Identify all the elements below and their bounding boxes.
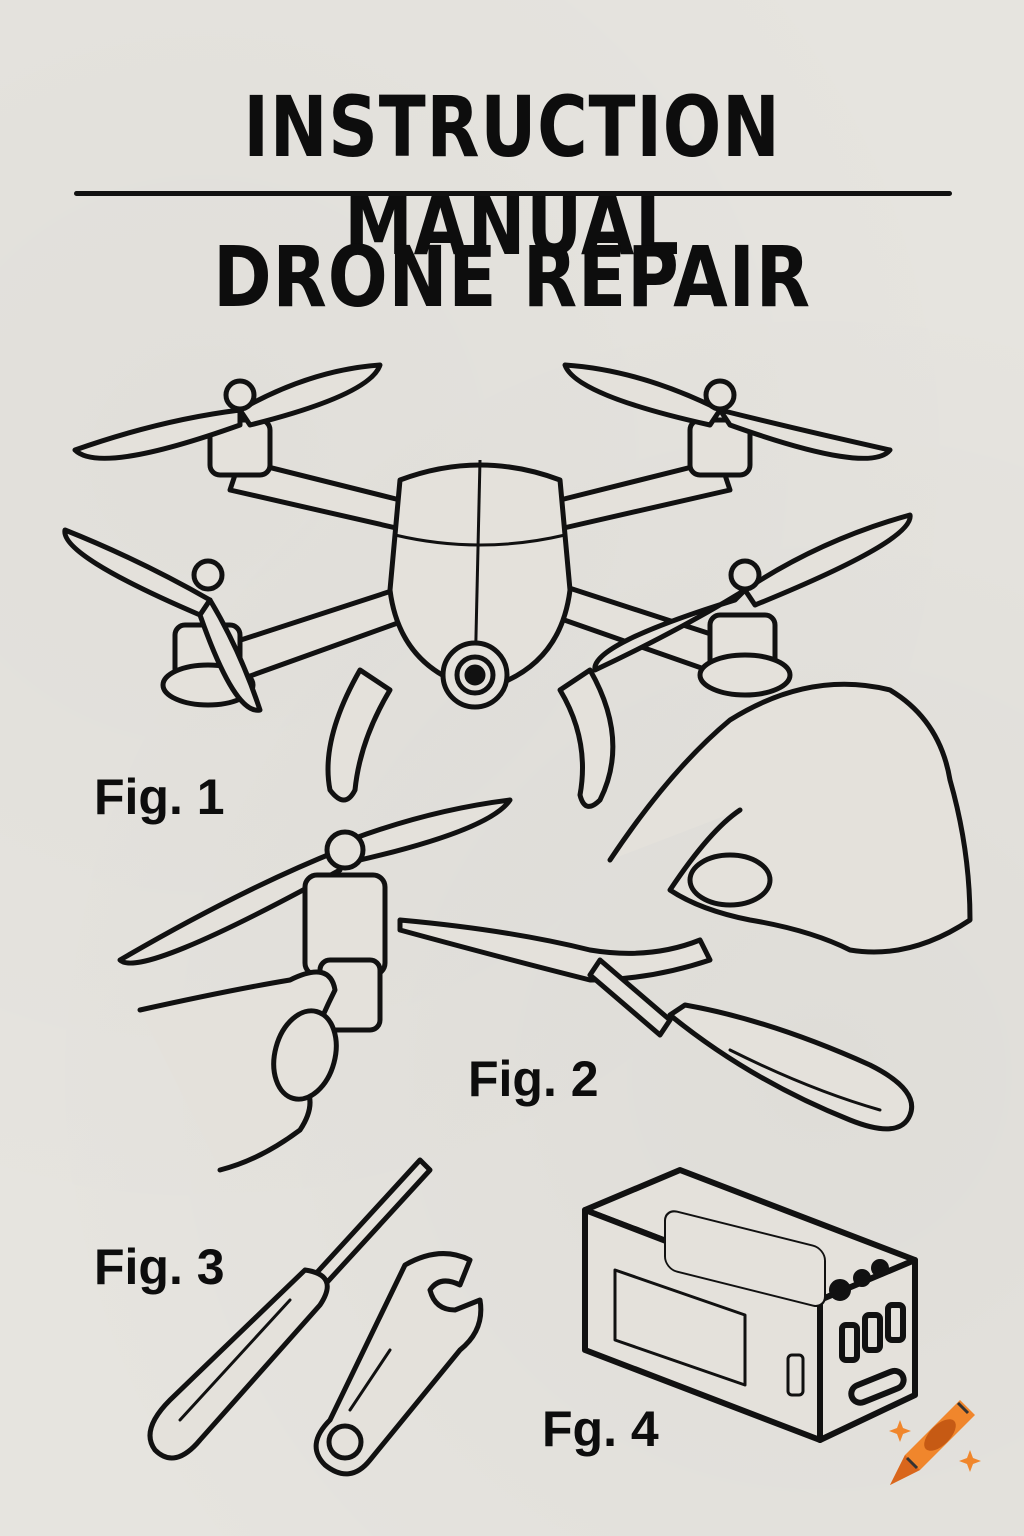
figure-3-label: Fig. 3 bbox=[94, 1239, 225, 1295]
figure-4-label: Fg. 4 bbox=[542, 1401, 659, 1457]
battery-illustration bbox=[582, 1167, 918, 1443]
crayon-icon bbox=[889, 1400, 981, 1485]
manual-subtitle: DRONE REPAIR bbox=[213, 228, 811, 326]
figure-1-label: Fig. 1 bbox=[94, 769, 225, 825]
tools-illustration bbox=[147, 1157, 484, 1477]
figure-2-label: Fig. 2 bbox=[468, 1051, 599, 1107]
drone-illustration bbox=[62, 362, 913, 809]
title-divider bbox=[74, 191, 952, 196]
propeller-removal-illustration bbox=[117, 681, 973, 1173]
